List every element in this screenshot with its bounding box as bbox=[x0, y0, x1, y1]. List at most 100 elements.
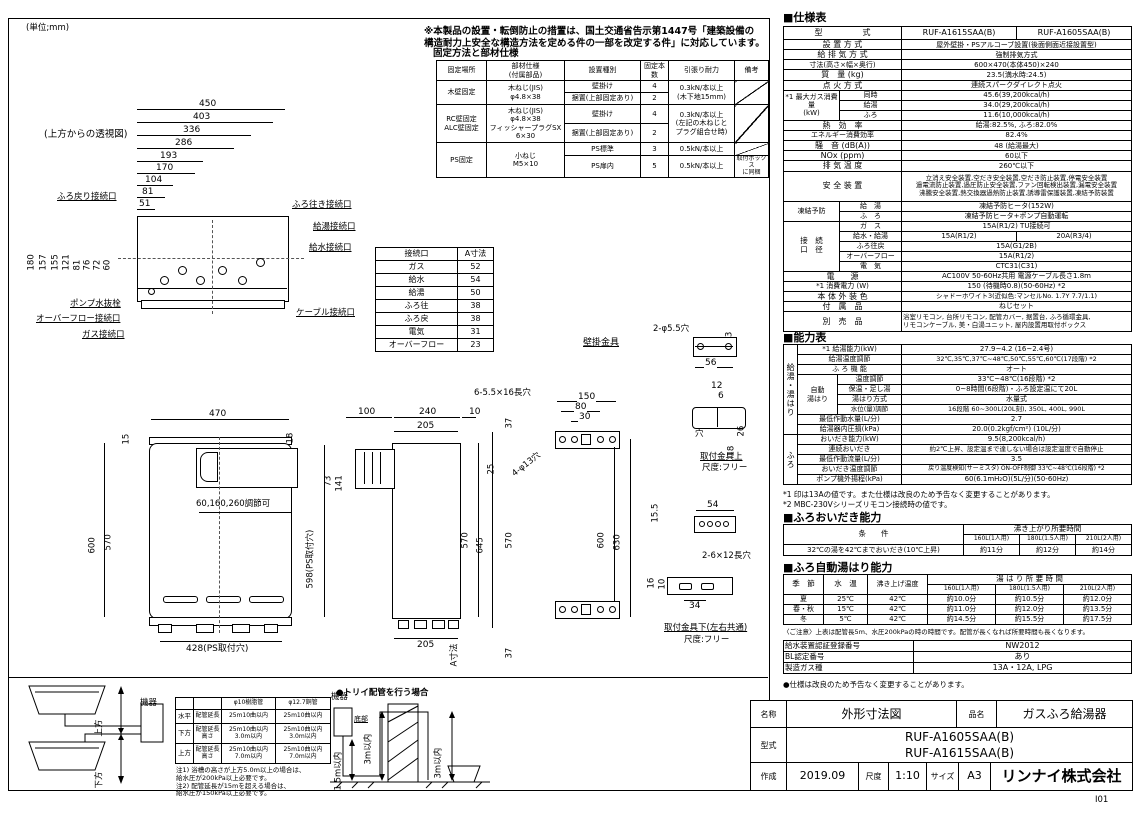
dim-645: 645 bbox=[475, 537, 486, 554]
fix-place: RC壁固定 ALC壁固定 bbox=[436, 104, 487, 143]
spec-label-gas: *1 最大ガス消費量 (kW) bbox=[783, 89, 840, 121]
bracket-hole bbox=[609, 606, 616, 613]
cap-value: 9.5(8,200kcal/h) bbox=[901, 434, 1132, 445]
label-overflow-port: オーバーフロー接続口 bbox=[36, 314, 121, 324]
cap-label: ポンプ機外揚程(kPa) bbox=[797, 474, 902, 485]
conn-name: 電気 bbox=[375, 325, 458, 339]
capacity-note-1: *1 印は13Aの値です。また仕様は改良のため予告なく変更することがあります。 bbox=[783, 490, 1055, 499]
cap-value: 16段階 60~300L(20L刻), 350L, 400L, 990L bbox=[901, 404, 1132, 415]
col-header: 固定本数 bbox=[640, 60, 669, 81]
titleblock-name-label: 名称 bbox=[750, 700, 787, 729]
dim-line bbox=[137, 135, 251, 136]
connection-port bbox=[178, 266, 187, 275]
cert-label: 給水装置認証登録番号 bbox=[783, 640, 914, 652]
spec-value-options: 浴室リモコン, 台所リモコン, 配管カバー, 据置台, ふろ循環金具, リモコン… bbox=[901, 311, 1132, 333]
dim-10: 10 bbox=[468, 407, 482, 417]
drain-plug bbox=[148, 288, 155, 295]
dim-403: 403 bbox=[192, 112, 212, 122]
exhaust-slat bbox=[364, 452, 365, 484]
freeze-sub: 給 湯 bbox=[839, 200, 902, 212]
cap-sub: 温度調節 bbox=[837, 374, 902, 385]
dim-600: 600 bbox=[87, 537, 98, 554]
conn-value: 15A(R1/2) TU接続可 bbox=[901, 220, 1132, 232]
titleblock-row2: 型式 RUF-A1605SAA(B) RUF-A1615SAA(B) bbox=[750, 727, 1133, 764]
fix-parts: 木ねじ(JIS) φ4.8×38 bbox=[486, 80, 565, 105]
blank bbox=[175, 697, 194, 710]
torii-title: ●トリイ配管を行う場合 bbox=[336, 688, 429, 698]
cap-label: *1 給湯能力(kW) bbox=[797, 344, 902, 355]
label-downward: 下方 bbox=[94, 771, 105, 789]
dim-72: 72 bbox=[92, 259, 103, 271]
top-view-base bbox=[141, 300, 285, 309]
col-header: 部材仕様 (付属部品) bbox=[486, 60, 565, 81]
water-temp: 25℃ bbox=[823, 594, 868, 605]
dim-428-ps: 428(PS取付穴) bbox=[185, 644, 250, 654]
cap-value: 33℃~48℃(16段階) *2 bbox=[901, 374, 1132, 385]
season: 冬 bbox=[783, 614, 824, 625]
dim-10: 10 bbox=[657, 578, 668, 590]
spec-value: AC100V 50-60Hz共用 電源ケーブル長さ1.8m bbox=[901, 270, 1132, 282]
spec-table: 型 式 RUF-A1615SAA(B) RUF-A1605SAA(B) 設 置 … bbox=[783, 26, 1132, 333]
cap-sub: 保温・足し湯 bbox=[837, 384, 902, 395]
dim-170: 170 bbox=[155, 163, 175, 173]
spec-label-freeze: 凍結予防 bbox=[783, 200, 840, 222]
val: 25m10曲以内 bbox=[221, 709, 276, 724]
spec-label: 質 量 (kg) bbox=[783, 69, 902, 81]
pipe-stub bbox=[264, 624, 278, 633]
vent-slot bbox=[163, 596, 198, 603]
fill-time: 約17.5分 bbox=[1063, 614, 1132, 625]
label-unit: 機器 bbox=[331, 692, 349, 702]
spec-value: 連続スパークダイレクト点火 bbox=[901, 79, 1132, 91]
dim-450: 450 bbox=[198, 99, 218, 109]
label-hot-water-port: 給湯接続口 bbox=[313, 222, 356, 232]
dim-line bbox=[696, 510, 734, 511]
spec-label: 付 属 品 bbox=[783, 300, 902, 313]
val: 25m10曲以内 bbox=[275, 709, 331, 724]
conn-value: 15A(G1/2B) bbox=[901, 240, 1132, 252]
label-2-phi5.5-holes: 2-φ5.5穴 bbox=[653, 324, 690, 334]
cap-label: 給湯器内圧損(kPa) bbox=[797, 424, 902, 435]
dim-line bbox=[137, 173, 195, 174]
col-header: 備考 bbox=[734, 60, 769, 81]
fix-qty: 2 bbox=[640, 123, 669, 143]
dim-121: 121 bbox=[61, 254, 72, 271]
col-copper-pipe: φ12.7銅管 bbox=[275, 697, 331, 710]
dim-180: 180 bbox=[26, 254, 37, 271]
dir: 上方 bbox=[175, 743, 194, 764]
fix-parts: 小ねじ M5×10 bbox=[486, 142, 565, 178]
conn-value: CTC31(C31) bbox=[901, 260, 1132, 272]
label-bath-return-port: ふろ戻り接続口 bbox=[57, 192, 117, 202]
fix-type: PS扉内 bbox=[564, 155, 641, 178]
dir: 下方 bbox=[175, 723, 194, 744]
season: 夏 bbox=[783, 594, 824, 605]
fix-note-blank bbox=[734, 80, 769, 105]
exhaust-slat bbox=[380, 452, 381, 484]
side-exhaust bbox=[355, 449, 395, 489]
torii-piping-diagram bbox=[330, 703, 490, 789]
fill-time: 約10.0分 bbox=[927, 594, 996, 605]
cap-value: 2.7 bbox=[901, 414, 1132, 425]
spec-label: NOx (ppm) bbox=[783, 150, 902, 162]
reheat-table: 条 件 沸き上がり所要時間 160L(1人用) 180L(1.5人用) 210L… bbox=[783, 524, 1132, 556]
titleblock-size-label: サイズ bbox=[926, 762, 959, 791]
spec-label: 点 火 方 式 bbox=[783, 79, 902, 91]
fill-time: 約12.0分 bbox=[995, 604, 1064, 615]
dim-25: 25 bbox=[486, 463, 497, 475]
fix-qty: 2 bbox=[640, 92, 669, 105]
col-condition: 条 件 bbox=[783, 524, 964, 545]
label-slot-6-5.5x16: 6-5.5×16長穴 bbox=[474, 388, 531, 398]
bracket-hole bbox=[723, 521, 729, 527]
cap-label: おいだき能力(kW) bbox=[797, 434, 902, 445]
cap-value: 戻り温度検知(サーミスタ) ON-OFF制御 33℃~48℃(16段階) *2 bbox=[901, 464, 1132, 475]
conn-sub: ふろ往戻 bbox=[839, 240, 902, 252]
cap-value: 約2℃上昇、設定温まで達しない場合は設定温度で自動停止 bbox=[901, 444, 1132, 455]
col-header: 引張り耐力 bbox=[668, 60, 735, 81]
conn-name: ふろ往 bbox=[375, 299, 458, 313]
side-body-outline bbox=[392, 443, 461, 619]
reheat-time: 約11分 bbox=[963, 544, 1020, 556]
gas-sub: 同時 bbox=[839, 89, 902, 101]
label-wall-bracket: 壁掛金具 bbox=[583, 338, 620, 348]
fix-type: PS標準 bbox=[564, 142, 641, 156]
centerline bbox=[212, 220, 213, 314]
